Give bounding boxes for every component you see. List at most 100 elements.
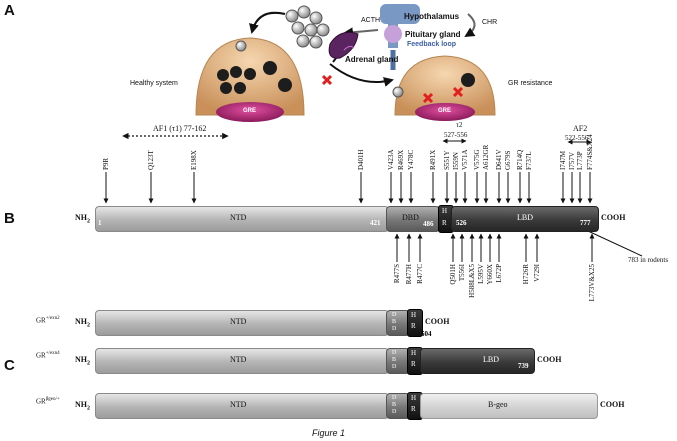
nh2-label-c1: NH2 (75, 317, 90, 329)
tau2-label: τ2 (456, 121, 463, 129)
dbd-letter: D (392, 364, 397, 370)
ntd-domain-exn2 (95, 310, 389, 336)
top-mutation-label: F737L (525, 151, 533, 170)
ntd-label: NTD (230, 213, 247, 222)
nh2-label-c2: NH2 (75, 355, 90, 367)
gre-label-left: GRE (243, 108, 257, 114)
hr-letter-r: R (442, 219, 447, 227)
cooh-label-exn4: COOH (537, 355, 562, 364)
acth-label: ACTH (361, 17, 381, 24)
top-mutation-label: I747M (559, 150, 567, 170)
top-mutation-label: V571A (461, 149, 469, 170)
bgeo-domain (420, 393, 598, 419)
nh2-label-b: NH2 (75, 213, 90, 225)
bottom-mutation-label: V729I (533, 264, 541, 282)
dbd-domain-exn2 (386, 310, 410, 336)
chr-label: CHR (482, 19, 498, 26)
num-526: 526 (456, 219, 467, 227)
tau2-range-label: 527-556 (444, 131, 468, 139)
top-mutation-label: V575G (473, 149, 481, 170)
af2-range-label: 522-556 (565, 134, 589, 142)
num-421: 421 (370, 219, 381, 227)
hr-r-exn2: R (411, 322, 416, 330)
dbd-letter: D (392, 350, 397, 356)
dbd-letter: B (392, 357, 397, 363)
top-mutation-label: G679S (504, 150, 512, 170)
gr-bgeo-label: GRβgeo/+ (36, 397, 60, 406)
cooh-label-b: COOH (601, 213, 626, 222)
gr-exn4-label: GR+/exn4 (36, 351, 60, 360)
panel-letter-a: A (4, 2, 15, 19)
bottom-mutation-label: L595V (477, 264, 485, 284)
cortisol-molecules (235, 5, 404, 98)
bottom-mutation-label: L672P (495, 264, 503, 283)
panel-letter-b: B (4, 210, 15, 227)
dbd-letter: D (392, 409, 397, 415)
mutation-arrows (103, 132, 643, 262)
dbd-letter: D (392, 312, 397, 318)
dbd-label: DBD (402, 213, 419, 222)
lbd-label-exn4: LBD (483, 355, 499, 364)
cooh-label-bgeo: COOH (600, 400, 625, 409)
adrenal-gland (328, 31, 359, 59)
top-mutation-label: R714Q (516, 149, 524, 170)
lbd-label: LBD (517, 213, 533, 222)
gre-label-right: GRE (438, 108, 452, 114)
pituitary-illustration (380, 4, 420, 70)
top-mutation-label: E198X (190, 150, 198, 170)
adrenal-gland-label: Adrenal gland (345, 55, 399, 64)
top-mutation-label: R469X (397, 149, 405, 170)
hinge-region-exn2 (407, 309, 423, 337)
dbd-domain (386, 206, 440, 232)
top-mutation-label: V423A (387, 149, 395, 170)
hr-r-bgeo: R (411, 405, 416, 413)
rodent-note: 783 in rodents (628, 256, 669, 264)
rodent-pointer-line (587, 230, 643, 257)
lbd-domain (451, 206, 599, 232)
dbd-letter: D (392, 326, 397, 332)
hypothalamus-label: Hypothalamus (404, 12, 460, 21)
num-486: 486 (423, 220, 434, 228)
dbd-letter: B (392, 319, 397, 325)
figure-caption: Figure 1 (312, 428, 346, 438)
hr-h-exn4: H (411, 349, 417, 357)
ntd-label-exn4: NTD (230, 355, 247, 364)
pituitary-label: Pituitary gland (405, 30, 461, 39)
lbd-domain-exn4 (420, 348, 535, 374)
hr-r-exn4: R (411, 360, 416, 368)
hr-h-exn2: H (411, 311, 417, 319)
dbd-letter: B (392, 402, 397, 408)
cooh-label-exn2: COOH (425, 317, 450, 326)
panel-letter-c: C (4, 357, 15, 374)
healthy-cell (195, 37, 305, 122)
af2-label: AF2 (573, 124, 588, 133)
nh2-label-c3: NH2 (75, 400, 90, 412)
top-mutation-label: F774S&X24 (586, 134, 594, 170)
af1-label: AF1 (τ1) 77-162 (153, 124, 207, 133)
blocked-x-marks (321, 74, 464, 104)
hr-h-bgeo: H (411, 394, 417, 402)
bottom-mutation-label: Q501H (449, 264, 457, 285)
healthy-system-label: Healthy system (130, 80, 178, 87)
ntd-domain (95, 206, 389, 232)
bottom-mutation-label: Y660X (486, 264, 494, 285)
ntd-label-exn2: NTD (230, 317, 247, 326)
gr-resistance-label: GR resistance (508, 80, 553, 87)
dbd-domain-bgeo (386, 393, 410, 419)
top-mutation-label: D641V (495, 149, 503, 170)
ntd-domain-bgeo (95, 393, 389, 419)
bottom-mutation-label: H588L&X5 (468, 264, 476, 298)
top-mutation-label: Y478C (407, 149, 415, 170)
gr-exn2-label: GR+/exn2 (36, 316, 60, 325)
hr-letter-h: H (442, 207, 448, 215)
top-mutation-label: S551Y (443, 150, 451, 170)
top-mutation-label: Q123T (147, 150, 155, 170)
ntd-label-bgeo: NTD (230, 400, 247, 409)
gr-resistance-cell (394, 55, 496, 121)
dbd-letter: D (392, 395, 397, 401)
top-mutation-label: P9R (102, 157, 110, 170)
num-504: 504 (421, 330, 432, 338)
top-mutation-label: I559N (452, 152, 460, 170)
num-739: 739 (518, 362, 529, 370)
